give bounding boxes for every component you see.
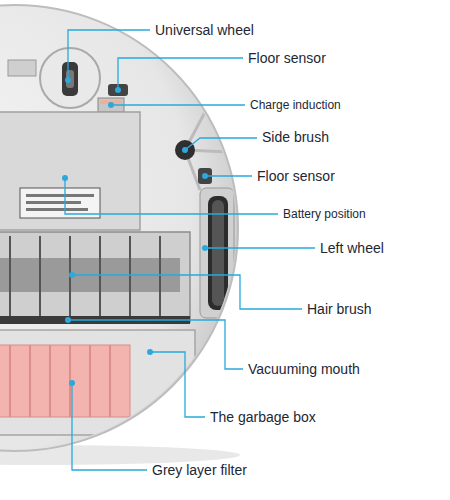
brush-hub <box>175 140 195 160</box>
wheel-housing <box>200 188 234 318</box>
leader-line <box>205 175 252 176</box>
leader-dot <box>65 77 71 83</box>
part-label: Charge induction <box>250 97 341 113</box>
robot-underside <box>0 48 234 435</box>
leader-lines <box>65 30 315 470</box>
leader-dot <box>202 245 208 251</box>
leader-line <box>68 320 243 369</box>
part-label: Vacuuming mouth <box>248 361 360 377</box>
leader-line <box>72 383 147 470</box>
part-label: Grey layer filter <box>152 462 247 478</box>
leader-dot <box>202 173 208 179</box>
bar <box>159 236 161 318</box>
grey-layer-filter <box>0 345 130 417</box>
pleat <box>9 345 11 417</box>
slot <box>8 60 36 76</box>
wheel-tread <box>212 200 224 306</box>
bar <box>99 236 101 318</box>
leader-dot <box>69 272 75 278</box>
pleat <box>89 345 91 417</box>
leader-dot <box>115 87 121 93</box>
part-label: Floor sensor <box>257 168 335 184</box>
side-brush <box>175 112 228 190</box>
part-label: Side brush <box>262 129 329 145</box>
part-label: Battery position <box>283 206 366 222</box>
bar <box>39 236 41 318</box>
leader-dot <box>147 349 153 355</box>
wheel-plate <box>40 48 100 108</box>
pleat <box>109 345 111 417</box>
garbage-box <box>0 330 195 435</box>
part-label: Hair brush <box>307 301 372 317</box>
leader-line <box>65 178 278 214</box>
wheel-hub <box>66 70 74 88</box>
brush-bars <box>10 236 160 318</box>
filter-pleats <box>10 345 110 417</box>
pleat <box>49 345 51 417</box>
battery-cover <box>0 112 140 230</box>
leader-line <box>205 247 315 248</box>
leader-dot <box>65 317 71 323</box>
pleat <box>29 345 31 417</box>
brush-frame <box>0 232 190 322</box>
bar <box>129 236 131 318</box>
leader-dots <box>62 77 208 386</box>
universal-wheel <box>62 62 78 96</box>
left-wheel <box>208 196 228 310</box>
sticker-line <box>26 194 94 197</box>
leader-line <box>68 30 150 80</box>
bar <box>9 236 11 318</box>
leader-dot <box>182 147 188 153</box>
leader-line <box>118 58 243 90</box>
leader-line <box>72 275 302 309</box>
robot-body <box>0 5 238 451</box>
sticker-line <box>26 201 81 204</box>
leader-dot <box>69 380 75 386</box>
leader-dot <box>62 175 68 181</box>
leader-line <box>185 138 257 150</box>
part-label: The garbage box <box>210 409 316 425</box>
leader-line <box>150 352 205 417</box>
part-label: Universal wheel <box>155 22 254 38</box>
part-label: Left wheel <box>320 240 384 256</box>
sticker-line <box>26 208 88 211</box>
part-label: Floor sensor <box>248 50 326 66</box>
leader-dot <box>108 102 114 108</box>
leader-line <box>111 104 245 105</box>
